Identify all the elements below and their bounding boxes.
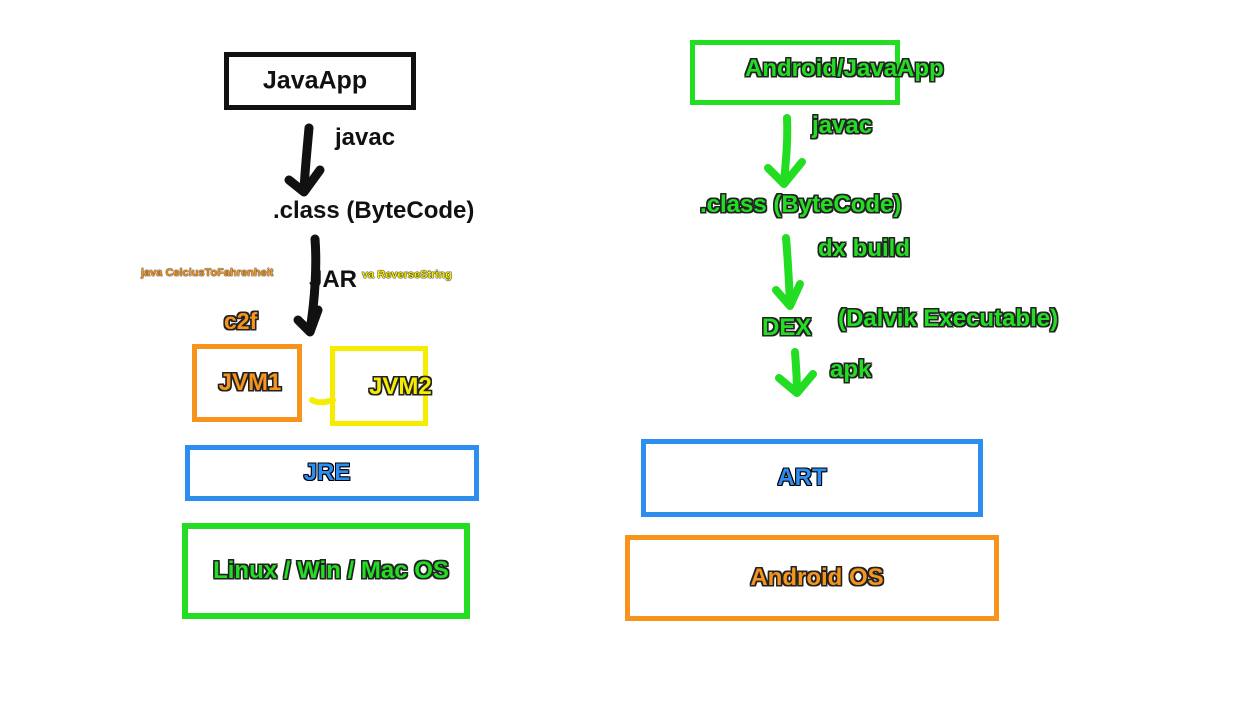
jre-box: JRE [185,445,479,501]
art-box: ART [641,439,983,517]
dalvik-executable-label: (Dalvik Executable) [838,305,1059,332]
art-label: ART [777,464,827,491]
right-dx-arrow [772,234,804,310]
jvm1-label: JVM1 [218,369,282,396]
jvm2-box: JVM2 [330,346,432,426]
apk-label: apk [830,356,872,383]
jvm2-label: JVM2 [369,373,432,400]
android-os-box: Android OS [625,535,999,621]
run-celcius-label: java CelciusToFahrenheit [141,267,274,279]
right-javac-label: javac [812,112,873,139]
dx-build-label: dx build [818,235,910,262]
run-reverse-label: va ReverseString [362,269,452,281]
java-app-box: JavaApp [224,52,416,110]
left-bytecode-label: .class (ByteCode) [273,197,475,224]
c2f-label: c2f [224,308,258,334]
jre-label: JRE [303,459,351,486]
desktop-os-box: Linux / Win / Mac OS [182,523,470,619]
jvm1-box: JVM1 [192,344,302,422]
left-compile-arrow [284,123,325,197]
android-os-label: Android OS [750,564,884,591]
dex-label: DEX [762,314,812,341]
right-apk-arrow [775,348,817,397]
left-jar-arrow [293,234,323,337]
left-javac-label: javac [335,124,396,151]
right-bytecode-label: .class (ByteCode) [700,191,902,218]
right-compile-arrow [764,114,806,188]
java-app-label: JavaApp [262,66,368,95]
desktop-os-label: Linux / Win / Mac OS [213,557,449,584]
jvm-connector [309,397,336,406]
